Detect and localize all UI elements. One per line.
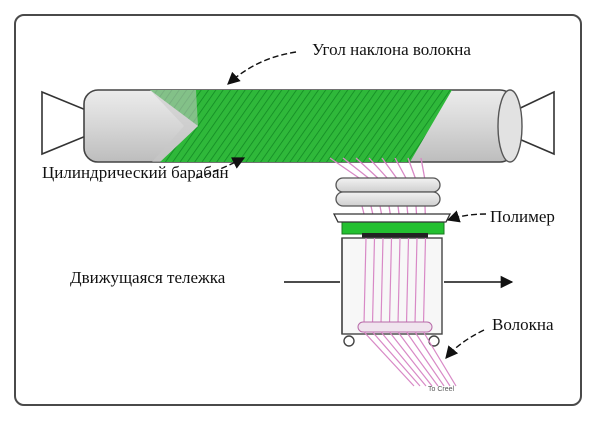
bath-top [332,213,452,223]
fibers-label: Волокна [492,315,554,334]
fiber-strand-creel [363,331,415,387]
fiber-strand-creel [397,331,439,387]
lower-guide-roller [357,321,433,333]
fiber-strand-creel [372,331,421,387]
fiber-strand-carriage [388,237,393,325]
fibers-pointer [445,329,485,359]
fiber-strand-carriage [405,237,410,325]
creel-label: To Creel [428,386,455,393]
drum-end-cap [497,89,523,163]
fiber-strand-carriage [363,237,367,325]
drum-pointer [195,157,246,179]
wheel-left [343,335,355,347]
polymer-label: Полимер [490,207,555,226]
fiber-strand-creel [422,331,457,387]
fiber-strand-carriage [397,237,401,325]
fiber-strand-creel [414,331,451,387]
fibers-in-carriage [363,237,427,325]
carriage-label: Движущаяся тележка [70,268,226,287]
fiber-strand-upper [368,157,390,181]
fiber-strand-carriage [371,237,376,325]
carriage-body [341,237,443,335]
fiber-angle-pointer [227,51,297,85]
fiber-strand-creel [389,331,433,387]
diagram-frame [14,14,582,406]
left-mandrel-cone [41,90,87,156]
fiber-strand-upper [355,157,381,181]
fiber-angle-label: Угол наклона волокна [312,40,471,59]
polymer-bath [341,221,445,235]
guide-roller-bottom [335,191,441,207]
fiber-strand-upper [342,157,372,181]
fiber-strand-carriage [414,237,418,325]
fiber-strand-creel [380,331,427,387]
fiber-strand-upper [394,157,408,181]
fiber-strand-upper [420,157,426,181]
fibers-drum-to-carriage [329,157,427,223]
fiber-strand-upper [407,157,417,181]
fiber-winding [150,90,452,162]
polymer-pointer [446,210,487,223]
winding-light-wedge [150,90,198,162]
squeeze-bar [362,233,428,239]
fiber-strand-carriage [380,237,384,325]
fiber-strand-creel [406,331,445,387]
fiber-strand-upper [381,157,399,181]
fibers-to-creel [363,331,457,387]
guide-roller-top [335,177,441,193]
fiber-strand-upper [329,157,363,181]
fiber-strand-carriage [422,237,427,325]
drum-label: Цилиндрический барабан [42,163,229,182]
